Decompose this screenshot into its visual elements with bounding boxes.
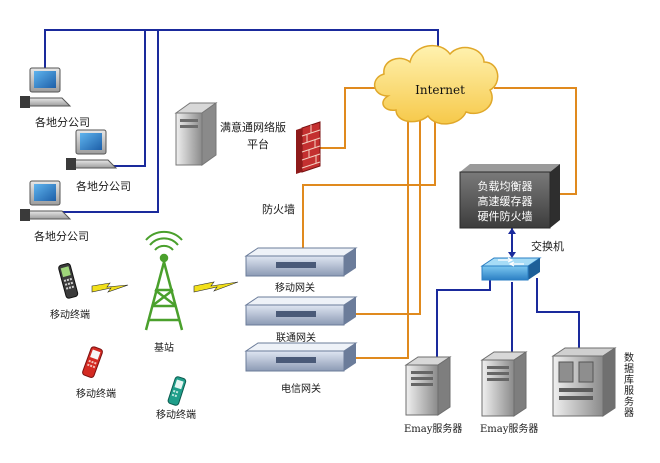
appliance-line-2: 高速缓存器 [478, 194, 533, 208]
branch-label-2: 各地分公司 [76, 179, 131, 193]
branch-label-1: 各地分公司 [35, 115, 90, 129]
branch-pc-3 [20, 180, 72, 221]
wireless-links [91, 281, 239, 293]
database-server-label-text: 数据库服务器 [624, 351, 634, 419]
base-station-tower-icon [144, 230, 184, 331]
gateway-unicom [244, 296, 358, 326]
emay-server-1-icon [404, 356, 452, 416]
link-switch-server-1 [436, 278, 491, 357]
platform-server-icon [174, 102, 218, 166]
security-appliance [459, 164, 560, 229]
link-switch-db [536, 278, 580, 348]
gateway-telecom [244, 342, 358, 372]
branch-label-3: 各地分公司 [34, 229, 89, 243]
emay-server-2-icon [480, 351, 528, 417]
wan-links [44, 29, 439, 213]
database-server-icon [551, 347, 617, 417]
switch-label: 交换机 [531, 239, 564, 253]
appliance-line-1: 负载均衡器 [478, 179, 533, 193]
firewall-label: 防火墙 [262, 202, 295, 216]
link-internet-appliance [494, 87, 577, 195]
mobile-terminal-phone-3 [167, 376, 187, 406]
firewall-icon [296, 121, 321, 174]
wan-link-branch-1 [100, 30, 146, 167]
mobile-terminal-label-2: 移动终端 [76, 387, 116, 400]
database-server-label: 数据库服务器 [624, 351, 634, 419]
gateway-label-telecom: 电信网关 [281, 382, 321, 395]
wireless-bolt-terminal [91, 282, 129, 293]
emay-server-label-2: Emay服务器 [480, 422, 538, 435]
wireless-bolt-gateway [193, 281, 239, 293]
switch-icon [480, 257, 542, 281]
mobile-terminal-label-1: 移动终端 [50, 308, 90, 321]
branch-pc-1 [20, 67, 72, 108]
gateway-mobile [244, 247, 358, 277]
mobile-terminal-phone-2 [82, 346, 103, 378]
link-internet-gateway-3 [355, 120, 409, 359]
wan-link-top [44, 29, 439, 80]
mobile-terminal-phone-1 [58, 263, 79, 299]
appliance-line-3: 硬件防火墙 [478, 209, 533, 223]
internet-cloud [374, 44, 499, 125]
emay-server-label-1: Emay服务器 [404, 422, 462, 435]
branch-pc-2 [66, 129, 118, 170]
gateway-label-unicom: 联通网关 [276, 331, 316, 344]
wan-link-branch-2 [60, 30, 159, 213]
lan-links [436, 226, 580, 357]
gateway-label-mobile: 移动网关 [275, 281, 315, 294]
base-station-label: 基站 [154, 341, 174, 354]
internet-label: Internet [415, 83, 465, 97]
platform-label-line1: 满意通网络版 [220, 120, 286, 134]
link-internet-gateway-1 [302, 120, 436, 248]
internet-links [302, 87, 577, 359]
platform-label-line2: 平台 [247, 137, 269, 151]
appliance-switch-arrow [508, 228, 516, 258]
link-platform-internet [320, 87, 380, 149]
link-internet-gateway-2 [355, 120, 421, 315]
mobile-terminal-label-3: 移动终端 [156, 408, 196, 421]
